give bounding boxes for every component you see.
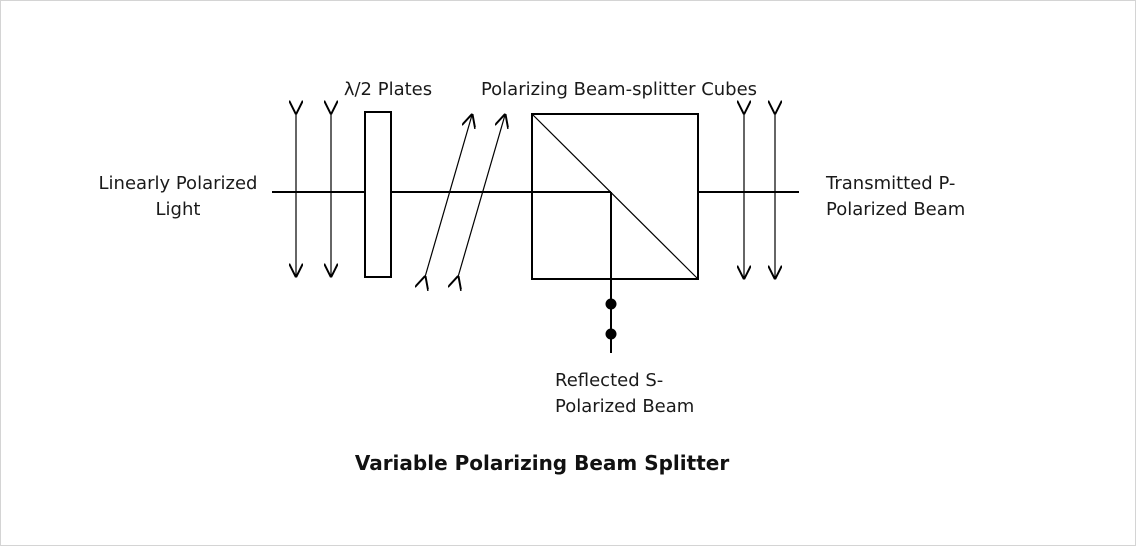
half-wave-plate [364,111,392,278]
cubes-label: Polarizing Beam-splitter Cubes [481,79,757,100]
input-light-label-line2: Light [156,199,201,220]
input-light-label-line1: Linearly Polarized [99,173,258,194]
rotated-polarization-arrow-2 [458,115,505,277]
reflected-beam-label-line1: Reflected S- [555,370,663,391]
half-wave-plates-label: λ/2 Plates [344,79,432,100]
reflected-beam-label-line2: Polarized Beam [555,396,694,417]
s-polarization-dot-1 [605,298,617,310]
cube-diagonal-interface [531,113,699,280]
transmitted-beam-label-line2: Polarized Beam [826,199,965,220]
diagram-caption: Variable Polarizing Beam Splitter [355,451,730,475]
s-polarization-dot-2 [605,328,617,340]
transmitted-beam-label-line1: Transmitted P- [825,173,955,194]
